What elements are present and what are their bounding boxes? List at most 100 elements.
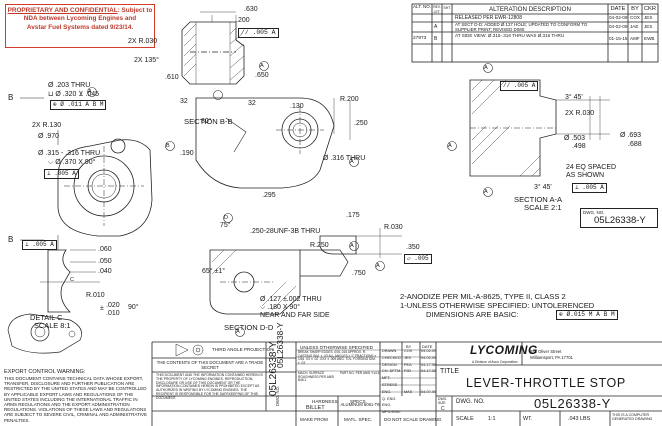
dim-345-top: 3° 45' xyxy=(565,94,583,101)
proprietary-heading: PROPRIETARY AND CONFIDENTIAL xyxy=(7,7,118,14)
rev-row-3-desc: AT SIDE VIEW: Ø.315-.316 THRU WAS Ø.316 … xyxy=(455,33,565,38)
matl-spec-label: MATL. SPEC. xyxy=(344,417,373,422)
tolerance-text: BREAK SHARP EDGES .005-.015 APPROX. R. C… xyxy=(298,350,377,365)
dim-020-pm: ± xyxy=(100,305,104,312)
dim-203-thru: Ø .203 THRU xyxy=(48,82,91,89)
surface-32-a: 32 xyxy=(180,98,188,105)
fcf-parallel-005: // .005 A xyxy=(238,28,279,38)
rev-row-3-ckr: EWB xyxy=(644,36,655,41)
fcf-basic-015: ⊕ Ø.015 M A B M xyxy=(556,310,618,320)
rev-row-1-by: COX xyxy=(630,15,640,20)
datum-a-dd-fcf: A xyxy=(376,263,380,269)
fcf-perp-c: ⊥ .005 A xyxy=(22,240,57,250)
fcf-perp-aa: ⊥ .005 A xyxy=(572,183,607,193)
specs-label: SPECS. xyxy=(350,399,367,404)
dim-503: Ø .503 xyxy=(564,135,586,142)
billet-label: BILLET xyxy=(306,405,325,411)
role-by: MAS xyxy=(404,389,413,394)
datum-a-side: A xyxy=(88,89,92,95)
dim-345-bottom: 3° 45' xyxy=(534,184,552,191)
dim-csk-180: ⌵ .180 X 90° xyxy=(260,304,301,311)
export-title: EXPORT CONTROL WARNING: xyxy=(4,369,86,375)
rev-row-1-ckr: JES xyxy=(644,15,653,20)
dim-80-deg: 80° xyxy=(201,118,212,125)
note-24-eq: 24 EQ SPACED xyxy=(566,164,617,171)
dim-650: .650 xyxy=(255,72,269,79)
dim-130: .130 xyxy=(290,103,304,110)
detail-c-scale: SCALE 8:1 xyxy=(34,321,71,330)
dim-r030-right: 2X R.030 xyxy=(565,110,595,117)
rev-row-3-alt: 27973 xyxy=(413,36,427,41)
wt-label: WT. xyxy=(523,416,533,422)
datum-a-aa-left: A xyxy=(448,143,452,149)
company-logo: LYCOMING xyxy=(470,343,538,357)
role-date: 04-02-09 xyxy=(421,349,437,353)
vertical-dwg-number-2: 05L26338-Y xyxy=(275,322,285,368)
dwg-no-small: 05L26338-Y xyxy=(594,215,646,226)
role-name: Q. ENG. xyxy=(382,396,397,401)
dim-315-thru: Ø .315 - .316 THRU xyxy=(38,150,101,157)
rev-header-alt: ALT. NO. xyxy=(413,4,431,9)
datum-a-aa-bottom: A xyxy=(484,189,488,195)
export-body: THIS DOCUMENT CONTAINS TECHNICAL DATA WH… xyxy=(4,376,148,423)
dim-135: 2X 135° xyxy=(134,57,159,64)
rev-header-by: BY xyxy=(631,6,639,12)
dim-r030-top: 2X R.030 xyxy=(128,38,158,45)
role-by-header: BY xyxy=(406,344,412,349)
rev-row-3-by: AMF xyxy=(630,36,640,41)
part-rel: PART NO. PER ANSI Y14.5 xyxy=(340,371,380,375)
dim-cbore: ⊔ Ø .320 ⊻ .045 xyxy=(48,91,100,98)
rev-row-1-date: 04-02-09 xyxy=(609,15,628,20)
rev-header-ckr: CKR xyxy=(643,6,657,12)
section-bb-label: SECTION B-B xyxy=(184,117,233,126)
role-by: PJD xyxy=(404,369,412,374)
role-name: DRAWN xyxy=(382,349,397,353)
dim-r200: R.200 xyxy=(340,96,359,103)
role-name: ENG. xyxy=(382,389,392,394)
dim-295: .295 xyxy=(262,192,276,199)
unless-specified: UNLESS OTHERWISE SPECIFIED xyxy=(300,345,373,350)
dim-970: Ø .970 xyxy=(38,133,60,140)
wt-value: .043 LBS xyxy=(568,416,591,422)
computer-generated: THIS IS A COMPUTER GENERATED DRAWING xyxy=(612,413,653,421)
rev-row-3-date: 01-15-15 xyxy=(609,36,628,41)
note-as-shown: AS SHOWN xyxy=(566,172,605,179)
title-label: TITLE xyxy=(440,368,460,375)
third-angle-label: THIRD ANGLE PROJECTION xyxy=(212,347,274,352)
surface-32-b: 32 xyxy=(248,100,256,107)
dim-r010: R.010 xyxy=(86,292,105,299)
section-aa-scale: SCALE 2:1 xyxy=(524,203,562,212)
dwg-no-small-label: DWG. NO. xyxy=(583,210,605,215)
datum-a-top: A xyxy=(350,159,354,165)
make-from-label: MAKE FROM xyxy=(300,417,328,422)
company-sub: A Division of Avco Corporation xyxy=(472,360,518,364)
dim-r250: R.250 xyxy=(310,242,329,249)
rev-row-2-ckr: JES xyxy=(644,24,653,29)
dim-200: .200 xyxy=(236,17,250,24)
rev-header-rev: REV. LET. xyxy=(433,5,441,14)
detail-c-label: DETAIL C xyxy=(30,313,63,322)
role-by: COX xyxy=(404,349,413,353)
trade-secret-note: THE CONTENTS OF THIS DOCUMENT ARE A TRAD… xyxy=(156,360,264,370)
rev-header-date: DATE xyxy=(610,6,626,12)
dim-688: .688 xyxy=(628,141,642,148)
dim-693: Ø .693 xyxy=(620,132,642,139)
datum-a-dd-right: A xyxy=(350,243,354,249)
section-marker-b-top: B xyxy=(8,93,14,102)
rev-row-2-rev: A xyxy=(434,24,438,30)
drawing-title: LEVER-THROTTLE STOP xyxy=(466,376,626,390)
proprietary-line-3: Avstar Fuel Systems dated 9/23/14. xyxy=(26,23,134,31)
datum-a-aa-top: A xyxy=(484,65,488,71)
role-by: PEA xyxy=(404,362,412,367)
dim-r030-d: R.030 xyxy=(384,224,403,231)
doc-info-note: THIS DOCUMENT AND THE INFORMATION CONTAI… xyxy=(156,373,263,400)
role-by: JES xyxy=(404,355,411,360)
do-not-scale: DO NOT SCALE DRAWING xyxy=(384,417,442,422)
role-name: CHECKED xyxy=(382,355,401,360)
detail-c-marker: C xyxy=(70,277,75,283)
note-basic: DIMENSIONS ARE BASIC: xyxy=(426,310,519,319)
dim-90-deg: 90° xyxy=(128,304,139,311)
note-anodize: 2-ANODIZE PER MIL-A-8625, TYPE II, CLASS… xyxy=(400,292,566,301)
fcf-perp-005: ⊥ .005 A xyxy=(44,169,79,179)
